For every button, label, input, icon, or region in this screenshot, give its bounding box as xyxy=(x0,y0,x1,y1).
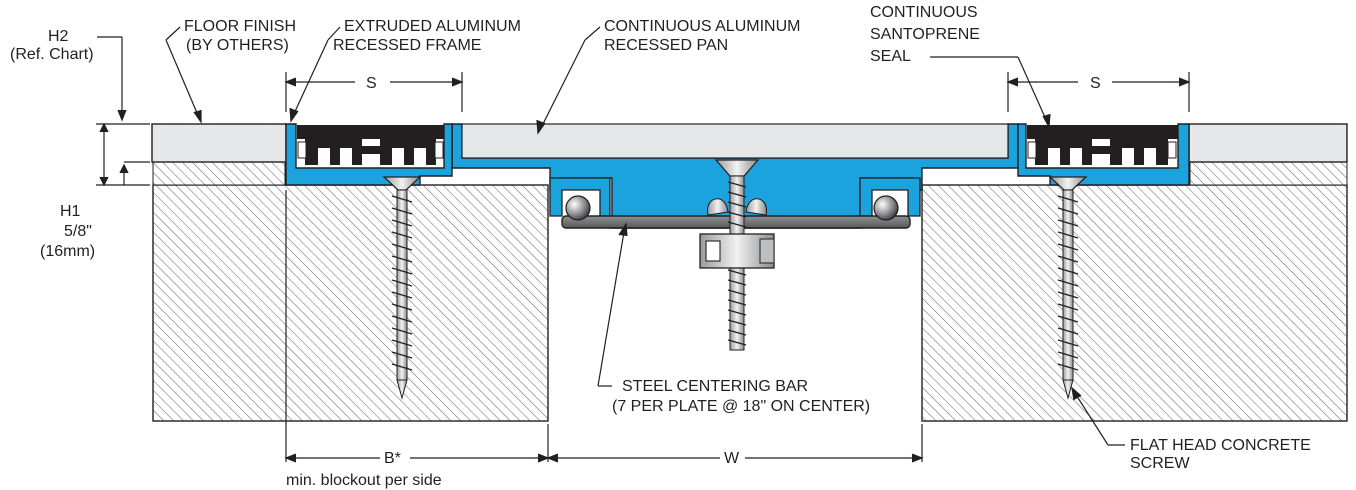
b-dimension: B* xyxy=(384,450,401,467)
floor-finish-right xyxy=(1188,123,1348,163)
h1-size-label: 5/8" xyxy=(64,223,92,240)
floor-finish-label: FLOOR FINISH xyxy=(184,18,296,35)
pan-rib-left xyxy=(549,177,611,217)
centering-bar-label-2: (7 PER PLATE @ 18" ON CENTER) xyxy=(612,398,870,415)
h2-label: H2 xyxy=(48,28,69,45)
floor-finish-left xyxy=(151,123,287,163)
screw-label: FLAT HEAD CONCRETE xyxy=(1130,437,1311,454)
frame-label-2: RECESSED FRAME xyxy=(333,37,481,54)
frame-right xyxy=(1017,123,1190,186)
centering-bar-label: STEEL CENTERING BAR xyxy=(622,378,808,395)
pan-label-2: RECESSED PAN xyxy=(604,37,728,54)
s-dimension-left: S xyxy=(366,75,377,92)
screw-right xyxy=(1048,176,1088,400)
annotation-labels: H2 (Ref. Chart) FLOOR FINISH (BY OTHERS)… xyxy=(10,4,1311,489)
setting-bed-left xyxy=(152,161,286,186)
seal-label-2: SANTOPRENE xyxy=(870,26,980,43)
h2-ref-label: (Ref. Chart) xyxy=(10,46,94,63)
seal-right xyxy=(1027,125,1178,165)
floor-finish-label-2: (BY OTHERS) xyxy=(186,37,289,54)
ball-right xyxy=(873,195,899,221)
pan-label: CONTINUOUS ALUMINUM xyxy=(604,18,800,35)
setting-bed-right xyxy=(1189,161,1348,186)
screw-label-2: SCREW xyxy=(1130,455,1190,472)
ball-left xyxy=(565,195,591,221)
center-bolt xyxy=(699,159,775,351)
w-dimension: W xyxy=(724,450,740,467)
pan-infill xyxy=(461,123,1009,159)
s-dimension-right: S xyxy=(1090,75,1101,92)
concrete-slab-right xyxy=(921,184,1348,422)
seal-left xyxy=(297,125,444,165)
screw-left xyxy=(382,176,422,400)
seal-label: CONTINUOUS xyxy=(870,4,978,21)
h1-label: H1 xyxy=(60,203,81,220)
dimension-lines xyxy=(96,36,1191,463)
frame-label: EXTRUDED ALUMINUM xyxy=(344,18,521,35)
frame-left xyxy=(285,123,453,186)
b-note: min. blockout per side xyxy=(286,472,442,489)
seal-label-3: SEAL xyxy=(870,48,911,65)
concrete-slab-left xyxy=(152,184,549,422)
leader-lines xyxy=(165,26,1125,446)
h1-metric-label: (16mm) xyxy=(40,243,95,260)
